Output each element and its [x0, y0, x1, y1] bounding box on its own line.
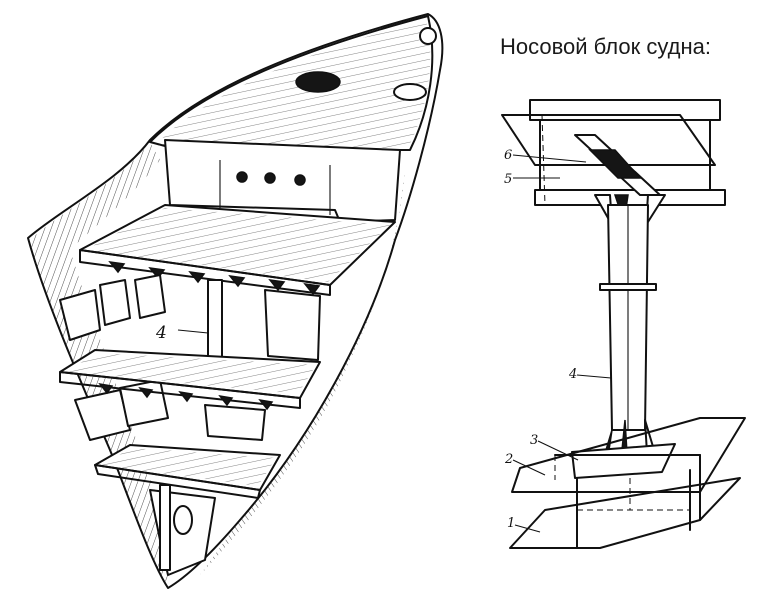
- pillar-joint-ring: [599, 283, 657, 291]
- deck-1-beams: [108, 260, 321, 296]
- bulkhead-opening-1: [236, 171, 248, 183]
- upper-deck-planking: [155, 20, 431, 148]
- top-deck-plate: [501, 114, 716, 166]
- anchor-hole: [419, 27, 437, 45]
- bow-cutaway: 4: [27, 13, 444, 589]
- pillar-callouts: 6 5 4 3 2 1: [504, 148, 612, 533]
- hull-pillar-leader: [177, 329, 209, 334]
- label-1: 1: [507, 516, 515, 531]
- label-6: 6: [504, 148, 512, 163]
- base-doubler-plate: [571, 443, 676, 479]
- label-5: 5: [504, 172, 512, 187]
- pillar-detail: 6 5 4 3 2 1: [501, 99, 746, 549]
- bottom-plate: [509, 477, 741, 549]
- figure-title: Носовой блок судна:: [500, 34, 711, 59]
- bulkhead-opening-2: [264, 172, 276, 184]
- lower-tank: [204, 404, 266, 441]
- mid-tank: [264, 289, 321, 361]
- label-4: 4: [568, 367, 577, 382]
- top-girder: [529, 99, 721, 121]
- forepeak-lightening-hole: [173, 505, 193, 535]
- bulkhead-opening-3: [294, 174, 306, 186]
- label-2: 2: [504, 452, 513, 467]
- forepeak-pillar: [159, 484, 171, 571]
- label-3: 3: [530, 433, 538, 448]
- hull-pillar: [207, 279, 223, 367]
- deck-2-beams: [98, 382, 274, 411]
- deck-hatch-opening: [295, 71, 341, 93]
- hawse-pipe: [393, 83, 427, 101]
- lower-deck-plate: [511, 417, 746, 493]
- side-frames: [59, 274, 169, 441]
- hull-pillar-label: 4: [155, 323, 167, 343]
